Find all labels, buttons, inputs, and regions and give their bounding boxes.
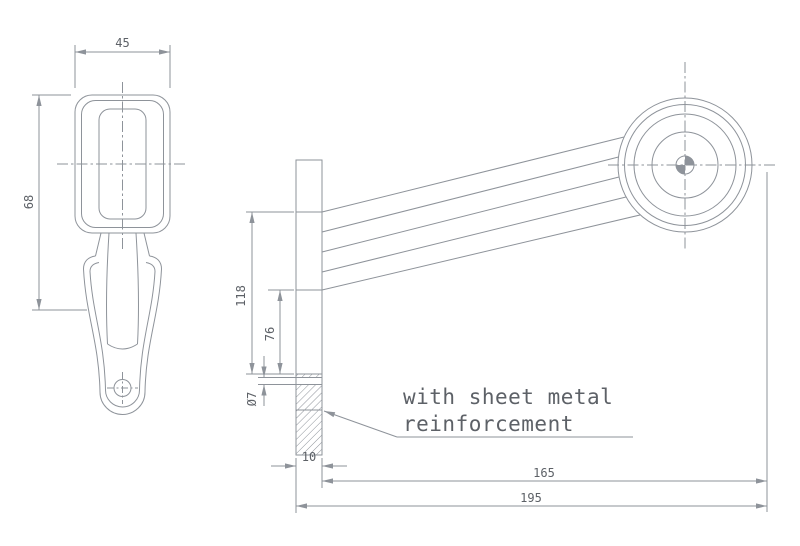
- linework: [32, 45, 776, 513]
- side-centerlines: [608, 62, 776, 250]
- bracket-front: [82, 232, 163, 415]
- dim-10-label: 10: [302, 450, 316, 464]
- dim-hole-lines: [258, 356, 296, 406]
- reinforcement-hatch-lower: [296, 410, 322, 455]
- annotation-line2: reinforcement: [403, 412, 574, 436]
- dim-front-width-lines: [74, 45, 171, 88]
- front-centerlines: [57, 82, 188, 252]
- dim-165-label: 165: [533, 466, 555, 480]
- dim-118-label: 118: [234, 285, 248, 307]
- hole-centerlines: [107, 372, 138, 404]
- dim-195-lines: [296, 172, 768, 512]
- center-mark-quadrant-bl: [676, 165, 685, 174]
- dim-76-label: 76: [263, 327, 277, 341]
- dim-68-label: 68: [22, 195, 36, 209]
- dim-hole-diameter-label: Ø7: [245, 392, 259, 406]
- dim-10-lines: [271, 458, 347, 513]
- dim-118-lines: [246, 211, 294, 375]
- labels: 45 68 118 76 Ø7 10 165 195 with sheet me…: [22, 36, 613, 505]
- front-view: [32, 45, 188, 415]
- lamp-arm-side: [321, 136, 641, 291]
- dim-45-label: 45: [115, 36, 129, 50]
- dim-front-height-lines: [32, 94, 87, 311]
- annotation-line1: with sheet metal: [403, 385, 613, 409]
- mounting-plate-side: [295, 159, 323, 456]
- center-mark-quadrant-tr: [685, 156, 694, 165]
- dim-76-lines: [268, 289, 294, 374]
- plate-hole-gap: [296, 377, 322, 385]
- reinforcement-leader: [323, 410, 633, 438]
- side-view: [246, 62, 776, 513]
- dim-195-label: 195: [520, 491, 542, 505]
